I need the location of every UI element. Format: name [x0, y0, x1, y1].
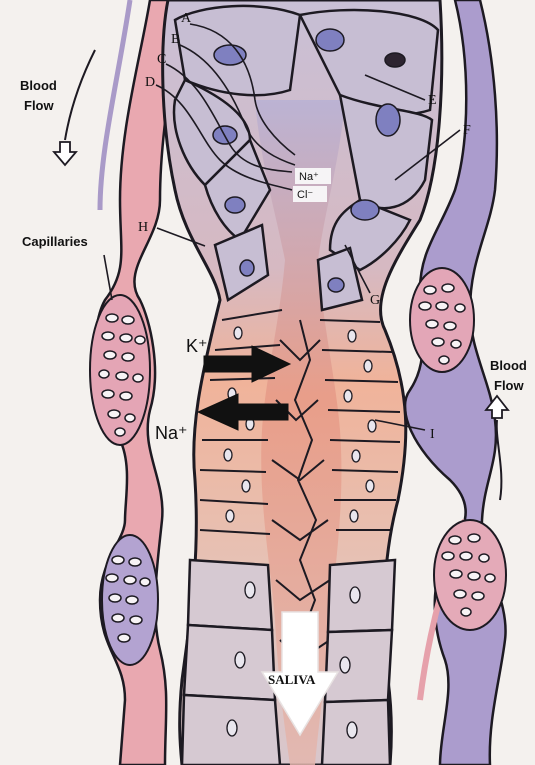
blood-flow-right-line2: Flow — [494, 378, 524, 393]
label-B: B — [171, 32, 180, 47]
capillaries-label: Capillaries — [22, 234, 88, 249]
blood-flow-left-line1: Blood — [20, 78, 57, 93]
cl-ion-label: Cl⁻ — [297, 189, 313, 201]
na-ion-transport-label: Na⁺ — [155, 423, 188, 443]
label-G: G — [370, 293, 380, 308]
label-H: H — [138, 220, 148, 235]
blood-flow-left-line2: Flow — [24, 98, 54, 113]
blood-flow-left-arrow — [54, 50, 95, 165]
label-A: A — [181, 11, 192, 26]
label-D: D — [145, 75, 155, 90]
label-E: E — [428, 93, 437, 108]
label-I: I — [430, 427, 435, 442]
k-ion-label: K⁺ — [186, 336, 208, 356]
blood-flow-right-line1: Blood — [490, 358, 527, 373]
na-ion-label: Na⁺ — [299, 171, 319, 183]
saliva-label: SALIVA — [268, 672, 316, 687]
label-C: C — [157, 52, 166, 67]
label-F: F — [463, 123, 471, 138]
